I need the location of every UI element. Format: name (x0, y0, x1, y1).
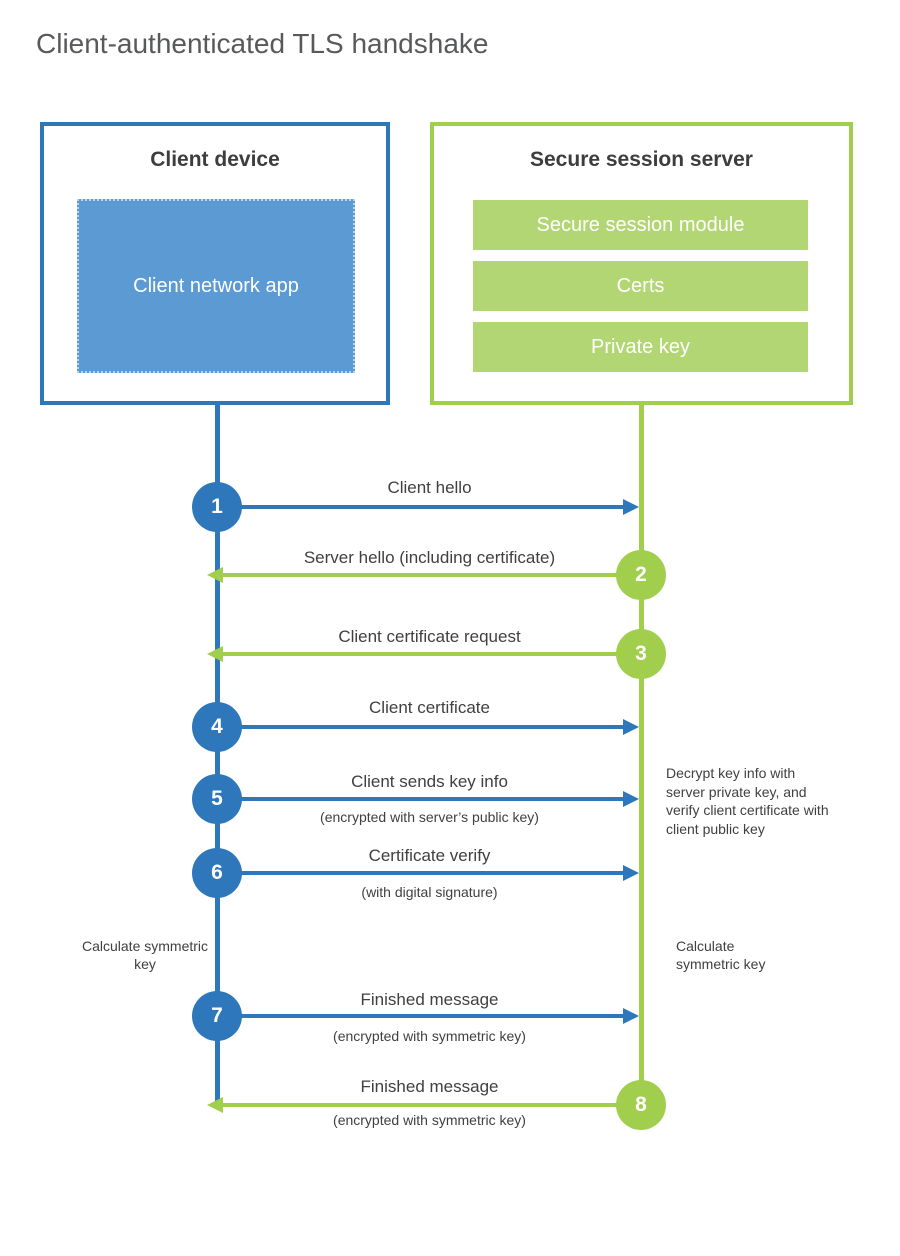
client-network-app-label: Client network app (133, 275, 299, 297)
step-6-sublabel: (with digital signature) (361, 884, 498, 900)
step-3-label: Client certificate request (338, 627, 521, 646)
step-1-badge: 1 (192, 482, 242, 532)
client-lifeline (215, 405, 220, 1108)
step-4-label: Client certificate (369, 698, 490, 717)
calc-symmetric-key-right-note: Calculate symmetric key (676, 938, 766, 972)
step-2-arrow-line (222, 573, 618, 577)
server-lifeline (639, 405, 644, 1105)
client-device-title: Client device (150, 148, 280, 171)
step-3-arrow-line (222, 652, 618, 656)
server-module-label: Secure session module (536, 213, 745, 236)
step-8-label: Finished message (360, 1077, 499, 1096)
step-8-sublabel: (encrypted with symmetric key) (333, 1112, 526, 1128)
step-7-arrow-line (240, 1014, 623, 1018)
step-2-arrowhead-left-icon (207, 567, 223, 583)
server-module-secure-session: Secure session module (473, 200, 808, 250)
server-module-private-key: Private key (473, 322, 808, 372)
step-1-label: Client hello (387, 478, 472, 497)
step-1-arrow-line (240, 505, 623, 509)
step-6-badge: 6 (192, 848, 242, 898)
step-7-badge: 7 (192, 991, 242, 1041)
step-4-arrowhead-right-icon (623, 719, 639, 735)
step-6-label: Certificate verify (368, 846, 491, 865)
step-4-badge: 4 (192, 702, 242, 752)
server-decrypt-note: Decrypt key info with server private key… (666, 765, 829, 837)
calc-symmetric-key-left-note: Calculate symmetric key (81, 938, 209, 972)
step-7-arrowhead-right-icon (623, 1008, 639, 1024)
step-3-badge: 3 (616, 629, 666, 679)
step-3-arrowhead-left-icon (207, 646, 223, 662)
step-8-arrowhead-left-icon (207, 1097, 223, 1113)
server-module-certs: Certs (473, 261, 808, 311)
step-4-arrow-line (240, 725, 623, 729)
step-6-arrowhead-right-icon (623, 865, 639, 881)
step-6-arrow-line (240, 871, 623, 875)
step-1-arrowhead-right-icon (623, 499, 639, 515)
step-5-badge: 5 (192, 774, 242, 824)
step-5-arrowhead-right-icon (623, 791, 639, 807)
step-2-badge: 2 (616, 550, 666, 600)
client-network-app-box: Client network app (77, 199, 355, 373)
step-5-label: Client sends key info (351, 772, 508, 791)
step-8-arrow-line (222, 1103, 618, 1107)
step-8-badge: 8 (616, 1080, 666, 1130)
step-7-sublabel: (encrypted with symmetric key) (333, 1028, 526, 1044)
step-5-sublabel: (encrypted with server’s public key) (320, 809, 539, 825)
step-5-arrow-line (240, 797, 623, 801)
server-module-label: Private key (591, 335, 690, 358)
server-module-label: Certs (616, 274, 665, 297)
step-7-label: Finished message (360, 990, 499, 1009)
page-title: Client-authenticated TLS handshake (36, 28, 489, 59)
step-2-label: Server hello (including certificate) (303, 548, 556, 567)
secure-session-server-title: Secure session server (530, 148, 753, 171)
